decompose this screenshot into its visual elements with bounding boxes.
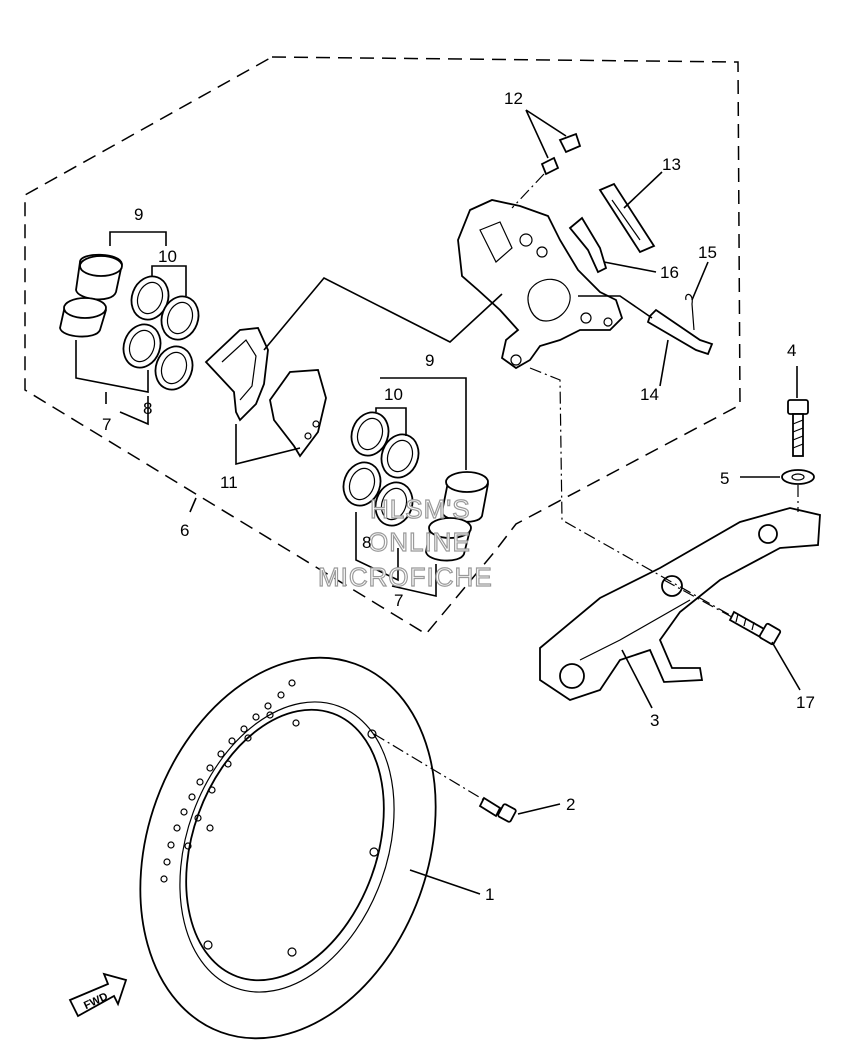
pad-pin[interactable]	[646, 308, 714, 356]
callout-11: 11	[220, 473, 238, 492]
pad-shim[interactable]	[598, 182, 656, 254]
disc-mounting-holes	[203, 729, 379, 957]
caliper-bracket[interactable]	[539, 507, 821, 701]
left-pistons[interactable]	[59, 253, 123, 338]
callout-12: 12	[504, 89, 523, 108]
callout-9-right: 9	[425, 351, 434, 370]
pin-clip[interactable]	[685, 293, 695, 331]
caliper-assembly-boundary	[24, 56, 741, 635]
pad-spring[interactable]	[568, 216, 608, 274]
callout-15: 15	[698, 243, 717, 262]
callout-2: 2	[566, 795, 575, 814]
callout-10-left: 10	[158, 247, 177, 266]
brake-pads[interactable]	[204, 327, 327, 458]
callout-8-left: 8	[143, 399, 152, 418]
callout-17: 17	[796, 693, 815, 712]
svg-text:MICROFICHE: MICROFICHE	[318, 562, 493, 592]
callout-6: 6	[180, 521, 189, 540]
bracket-bolt[interactable]	[787, 399, 809, 457]
disc-vent-holes	[160, 679, 300, 883]
callout-16: 16	[660, 263, 679, 282]
disc-bolt[interactable]	[478, 796, 517, 823]
bracket-mount-bolt[interactable]	[728, 610, 782, 646]
svg-text:HLSM'S: HLSM'S	[370, 494, 471, 524]
callout-13: 13	[662, 155, 681, 174]
bleed-screw[interactable]	[540, 132, 582, 176]
left-seals[interactable]	[118, 271, 205, 395]
washer[interactable]	[781, 469, 815, 485]
right-seals[interactable]	[338, 407, 425, 531]
callout-14: 14	[640, 385, 659, 404]
right-pistons[interactable]	[425, 471, 489, 562]
callout-4: 4	[787, 341, 796, 360]
brake-disc[interactable]	[89, 616, 486, 1053]
callout-10-right: 10	[384, 385, 403, 404]
callout-1: 1	[485, 885, 494, 904]
callout-3: 3	[650, 711, 659, 730]
callout-7-left: 7	[102, 415, 111, 434]
forward-direction-badge: FWD	[68, 972, 128, 1018]
callout-9-left: 9	[134, 205, 143, 224]
svg-text:ONLINE: ONLINE	[368, 527, 471, 557]
caliper-body[interactable]	[457, 199, 624, 370]
callout-5: 5	[720, 469, 729, 488]
callout-8-right: 8	[362, 533, 371, 552]
watermark: HLSM'S ONLINE MICROFICHE	[317, 493, 493, 592]
callout-7-right: 7	[394, 591, 403, 610]
